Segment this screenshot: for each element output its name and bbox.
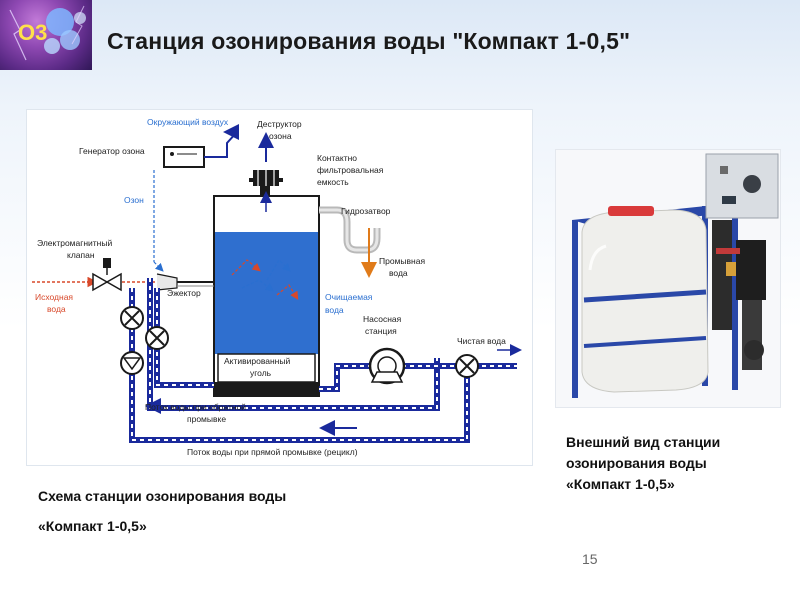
label-ejector: Эжектор	[167, 288, 201, 298]
label-backwash-2: промывке	[187, 414, 226, 424]
label-treated-water-2: вода	[325, 305, 344, 315]
valve-1	[120, 306, 144, 330]
label-water-seal: Гидрозатвор	[341, 206, 391, 216]
label-source-water-2: вода	[47, 304, 66, 314]
scheme-caption: Схема станции озонирования воды «Компакт…	[38, 488, 286, 534]
label-clean-water: Чистая вода	[457, 336, 506, 346]
photo-caption-line3: «Компакт 1-0,5»	[566, 476, 675, 492]
label-solenoid-2: клапан	[67, 250, 95, 260]
photo-caption-line2: озонирования воды	[566, 455, 707, 471]
check-valve	[120, 351, 144, 375]
label-contact-1: Контактно	[317, 153, 357, 163]
outlet-valve	[455, 354, 479, 378]
valve-2	[145, 326, 169, 350]
pump-station	[368, 347, 406, 385]
label-carbon-1: Активированный	[224, 356, 290, 366]
label-backwash-1: Поток воды при обратной	[145, 402, 246, 412]
control-panel	[705, 153, 779, 219]
label-ozone-generator: Генератор озона	[79, 146, 145, 156]
label-pump-1: Насосная	[363, 314, 402, 324]
white-tank	[581, 206, 709, 393]
solenoid-valve	[92, 258, 122, 292]
ozone-logo: O3	[0, 0, 92, 70]
station-photo	[556, 150, 780, 407]
label-contact-2: фильтровальная	[317, 165, 384, 175]
label-forward-flow: Поток воды при прямой промывке (рецикл)	[187, 447, 358, 457]
label-pump-2: станция	[365, 326, 397, 336]
ejector	[156, 273, 214, 291]
station-schematic: Окружающий воздух Деструктор озона Генер…	[27, 110, 532, 465]
pump-assembly	[712, 220, 766, 370]
photo-caption-line1: Внешний вид станции	[566, 434, 721, 450]
label-contact-3: емкость	[317, 177, 349, 187]
photo-caption: Внешний вид станции озонирования воды «К…	[566, 432, 786, 495]
page-title: Станция озонирования воды "Компакт 1-0,5…	[107, 28, 631, 54]
label-solenoid-1: Электромагнитный	[37, 238, 112, 248]
contact-filter-tank	[213, 195, 320, 397]
label-ambient-air: Окружающий воздух	[147, 117, 229, 127]
water-seal	[319, 206, 381, 278]
label-source-water-1: Исходная	[35, 292, 73, 302]
scheme-caption-line2: «Компакт 1-0,5»	[38, 518, 147, 534]
label-carbon-2: уголь	[250, 368, 272, 378]
ozone-generator	[163, 124, 239, 168]
ozone-flow-arrows	[231, 259, 299, 301]
logo-text: O3	[18, 20, 47, 45]
label-ozone: Озон	[124, 195, 144, 205]
label-destructor-1: Деструктор	[257, 119, 302, 129]
label-wash-water-2: вода	[389, 268, 408, 278]
label-wash-water-1: Промывная	[379, 256, 425, 266]
ozone-destructor	[249, 132, 283, 212]
label-treated-water-1: Очищаемая	[325, 292, 373, 302]
label-destructor-2: озона	[269, 131, 292, 141]
scheme-caption-line1: Схема станции озонирования воды	[38, 488, 287, 504]
page-number: 15	[582, 551, 598, 567]
